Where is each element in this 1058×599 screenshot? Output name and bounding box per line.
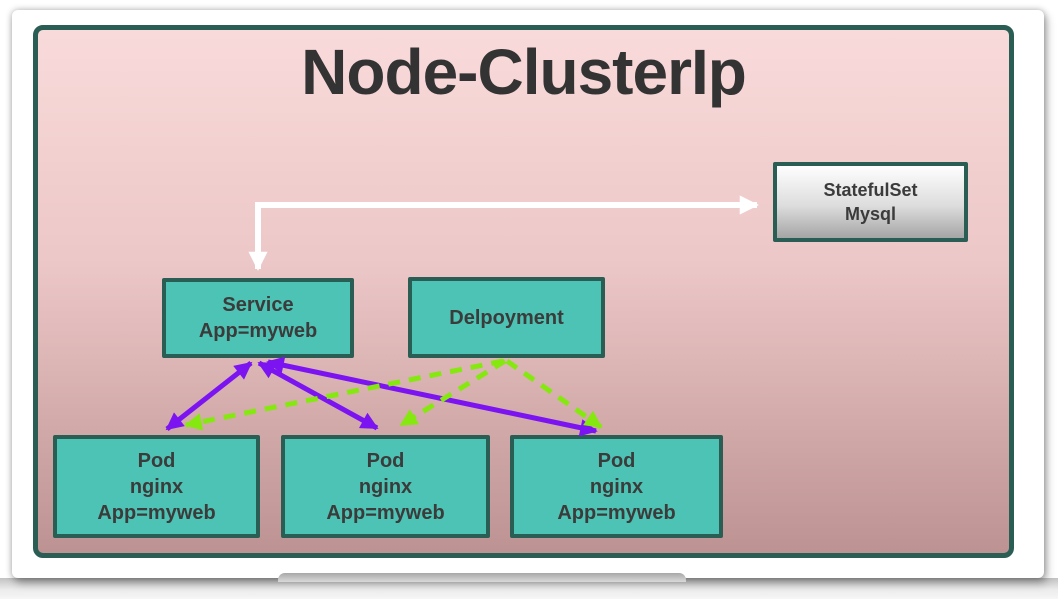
pod2-label-line1: Pod — [366, 449, 405, 472]
diagram-title: Node-ClusterIp — [301, 36, 747, 108]
pod3-label-line1: Pod — [597, 449, 636, 472]
pod1-label-line2: nginx — [129, 475, 184, 498]
page-background-bottom — [0, 578, 1058, 599]
statefulset-label-line2: Mysql — [844, 204, 896, 224]
pod1-label-line3: App=myweb — [97, 501, 216, 524]
deployment-label-line1: Delpoyment — [449, 306, 564, 329]
service-label-line2: App=myweb — [198, 320, 318, 342]
pod2-label-line2: nginx — [358, 475, 413, 498]
service-node: Service App=myweb — [162, 278, 354, 358]
statefulset-node: StatefulSet Mysql — [773, 162, 968, 242]
service-label-line1: Service — [222, 294, 294, 316]
statefulset-label-line1: StatefulSet — [823, 180, 918, 200]
pod3-label-line3: App=myweb — [557, 501, 676, 524]
pod2-label-line3: App=myweb — [326, 501, 445, 524]
pod1-node: Pod nginx App=myweb — [53, 435, 260, 538]
pod1-label-line1: Pod — [137, 449, 176, 472]
pod2-node: Pod nginx App=myweb — [281, 435, 490, 538]
next-slide-top-edge — [278, 573, 686, 582]
pod3-node: Pod nginx App=myweb — [510, 435, 723, 538]
deployment-node: Delpoyment — [408, 277, 605, 358]
pod3-label-line2: nginx — [589, 475, 644, 498]
